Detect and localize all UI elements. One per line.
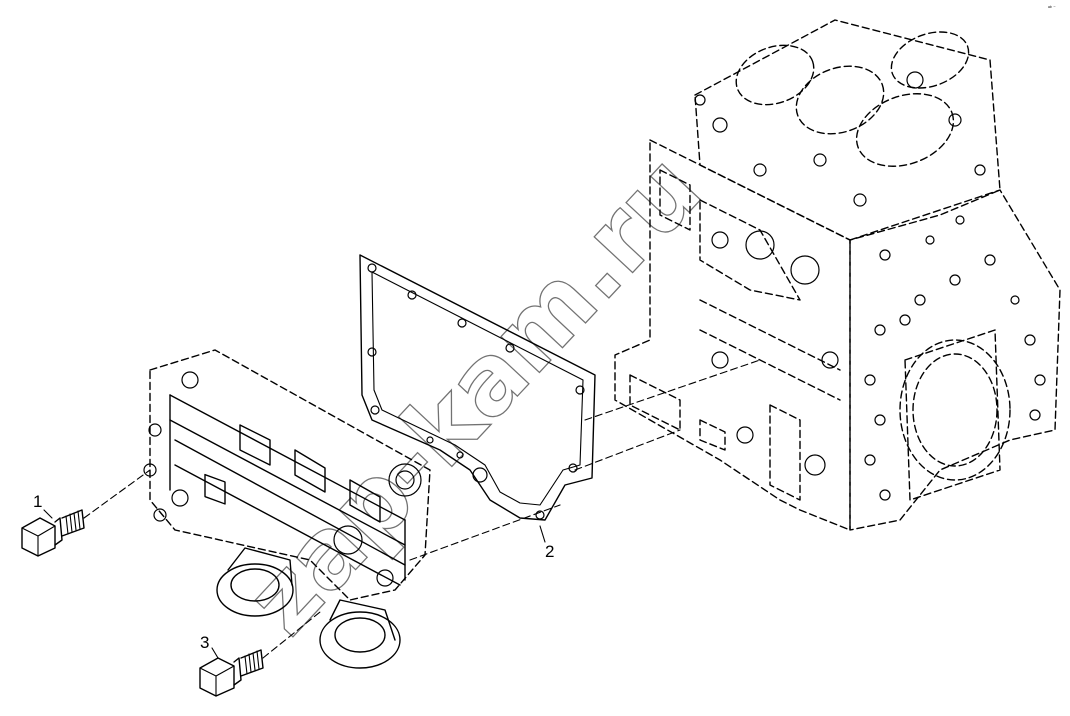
assembly-lines (409, 359, 761, 561)
gasket (359, 254, 596, 521)
bolt-1 (21, 469, 151, 557)
label-part-1: 1 (33, 492, 42, 511)
oil-cooler-housing (143, 349, 431, 669)
watermark: zap-kam.ru (224, 133, 723, 657)
label-part-2: 2 (545, 542, 554, 561)
callouts: 1 2 3 ᵃᵇ ⁻ (33, 5, 1056, 659)
svg-text:zap-kam.ru: zap-kam.ru (225, 133, 723, 656)
engine-block (614, 19, 1061, 531)
label-part-3: 3 (200, 633, 209, 652)
corner-mark: ᵃᵇ ⁻ (1048, 5, 1056, 11)
